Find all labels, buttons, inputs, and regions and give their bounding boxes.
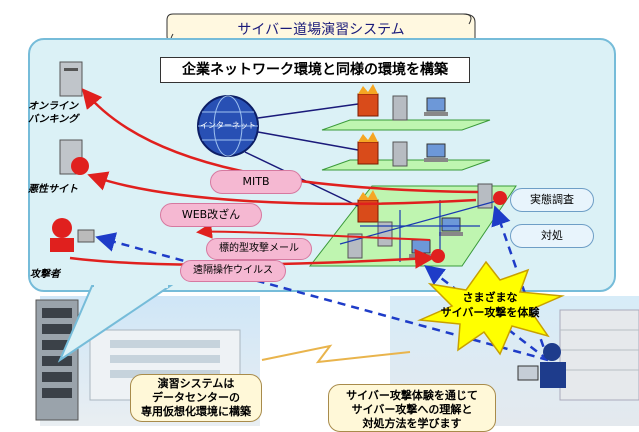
pc-icon: [409, 239, 433, 258]
burst-text: さまざまな サイバー攻撃を体験: [440, 291, 540, 319]
response-label: 対処: [510, 224, 594, 248]
online-banking-label: オンライン バンキング: [28, 101, 79, 125]
remote-virus-label: 遠隔操作ウイルス: [180, 260, 286, 282]
datacenter-callout: 演習システムは データセンターの 専用仮想化環境に構築: [130, 374, 262, 422]
web-tamper-label: WEB改ざん: [160, 203, 262, 227]
bank-server-icon: [59, 61, 83, 97]
mitb-label: MITB: [210, 170, 302, 194]
malicious-site-label: 悪性サイト: [28, 184, 78, 195]
attacker-icon: [50, 218, 95, 252]
investigation-label: 実態調査: [510, 188, 594, 212]
server-rack-icon: [35, 299, 79, 421]
pc-icon: [424, 143, 448, 162]
internet-globe-icon: [197, 95, 259, 157]
page-title: サイバー道場演習システム: [237, 22, 405, 38]
burst-shape: [417, 260, 565, 356]
attacker-label: 攻撃者: [30, 269, 60, 280]
malicious-server-icon: [59, 139, 89, 175]
network-panel: [28, 38, 616, 292]
network-plane-1: [321, 119, 491, 131]
server-icon: [392, 141, 408, 167]
malware-icon: [431, 249, 445, 263]
server-icon: [477, 183, 493, 209]
firewall-icon-3: [357, 190, 379, 223]
firewall-icon-2: [357, 132, 379, 165]
server-icon: [347, 233, 363, 259]
targeted-mail-label: 標的型攻撃メール: [206, 238, 312, 260]
panel-subtitle: 企業ネットワーク環境と同様の環境を構築: [160, 57, 470, 83]
pc-icon: [439, 217, 463, 236]
pc-icon: [424, 97, 448, 116]
malware-icon: [493, 191, 507, 205]
learning-callout: サイバー攻撃体験を通じて サイバー攻撃への理解と 対処方法を学びます: [328, 384, 496, 432]
server-icon: [392, 95, 408, 121]
operator-person-icon: [517, 343, 566, 388]
firewall-icon-1: [357, 84, 379, 117]
internet-label: インターネット: [200, 121, 256, 130]
